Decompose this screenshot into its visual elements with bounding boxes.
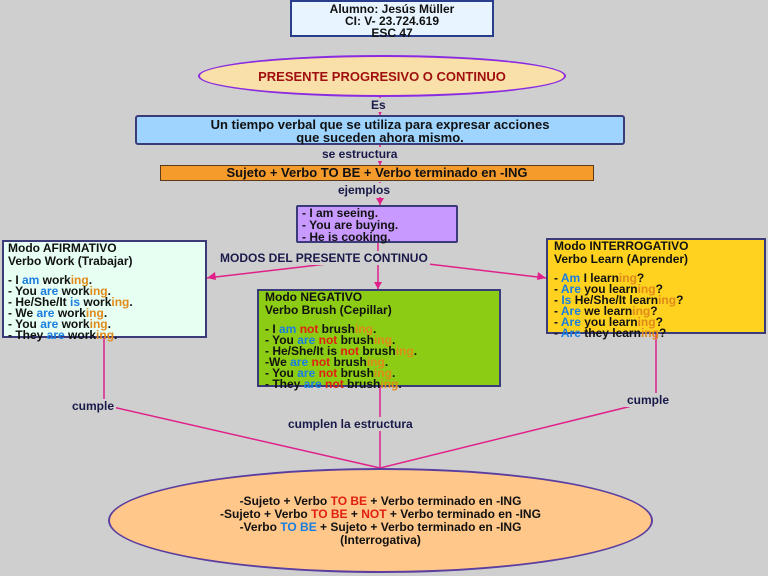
student-name: Alumno: Jesús Müller (329, 2, 455, 16)
connector-line (103, 404, 381, 469)
negative-example: - I am not brushing. (265, 322, 377, 336)
interrogative-verb: Verbo Learn (Aprender) (554, 252, 689, 266)
interrogative-example: - Are they learning? (554, 326, 667, 340)
link-se-estructura: se estructura (320, 147, 400, 161)
student-info-box: Alumno: Jesús Müller CI: V- 23.724.619 E… (290, 0, 494, 40)
link-ejemplos: ejemplos (336, 183, 393, 197)
negative-box: Modo NEGATIVO Verbo Brush (Cepillar) - I… (257, 289, 501, 391)
arrow-head (537, 272, 546, 280)
school: ESC 47 (371, 26, 413, 40)
example-item: - He is cooking. (302, 230, 391, 244)
affirmative-example: - He/She/It is working. (8, 295, 133, 309)
definition-line: Un tiempo verbal que se utiliza para exp… (210, 117, 550, 132)
arrow-head (376, 198, 384, 205)
example-item: - You are buying. (302, 218, 399, 232)
negative-example: - You are not brushing. (265, 366, 396, 380)
summary-line-negative: -Sujeto + Verbo TO BE + NOT + Verbo term… (220, 506, 541, 521)
main-topic-label: PRESENTE PROGRESIVO O CONTINUO (258, 68, 506, 84)
structure-box: Sujeto + Verbo TO BE + Verbo terminado e… (160, 165, 594, 181)
affirmative-example: - You are working. (8, 317, 111, 331)
main-topic: PRESENTE PROGRESIVO O CONTINUO (198, 55, 566, 97)
connector-line (379, 399, 657, 469)
interrogative-example: - Are we learning? (554, 304, 658, 318)
definition-line: que suceden ahora mismo. (296, 130, 464, 145)
negative-title: Modo NEGATIVO (265, 290, 363, 304)
arrow-head (207, 272, 216, 280)
arrow-head (374, 282, 382, 289)
affirmative-example: - They are working. (8, 328, 118, 342)
affirmative-example: - We are working. (8, 306, 108, 320)
structure-formula: Sujeto + Verbo TO BE + Verbo terminado e… (226, 165, 528, 180)
affirmative-verb: Verbo Work (Trabajar) (8, 254, 133, 268)
affirmative-example: - I am working. (8, 273, 93, 287)
interrogative-example: - Is He/She/It learning? (554, 293, 684, 307)
examples-box: - I am seeing. - You are buying. - He is… (296, 205, 458, 243)
summary-line-note: (Interrogativa) (340, 532, 421, 547)
interrogative-example: - Are you learning? (554, 282, 663, 296)
link-cumplen: cumplen la estructura (286, 417, 415, 431)
negative-example: - You are not brushing. (265, 333, 396, 347)
link-cumple-right: cumple (625, 393, 672, 407)
interrogative-example: - Am I learning? (554, 271, 645, 285)
negative-example: - They are not brushing. (265, 377, 402, 391)
summary-ellipse: -Sujeto + Verbo TO BE + Verbo terminado … (108, 468, 653, 573)
link-modos: MODOS DEL PRESENTE CONTINUO (218, 251, 430, 265)
link-es: Es (369, 98, 388, 112)
interrogative-title: Modo INTERROGATIVO (554, 239, 689, 253)
affirmative-box: Modo AFIRMATIVO Verbo Work (Trabajar) - … (2, 240, 207, 342)
interrogative-box: Modo INTERROGATIVO Verbo Learn (Aprender… (546, 238, 766, 339)
interrogative-example: - Are you learning? (554, 315, 663, 329)
summary-line-interrogative: -Verbo TO BE + Sujeto + Verbo terminado … (239, 519, 522, 534)
negative-example: - He/She/It is not brushing. (265, 344, 418, 358)
affirmative-example: - You are working. (8, 284, 111, 298)
example-item: - I am seeing. (302, 206, 379, 220)
summary-line-affirmative: -Sujeto + Verbo TO BE + Verbo terminado … (239, 493, 522, 508)
definition-box: Un tiempo verbal que se utiliza para exp… (135, 115, 625, 145)
link-cumple-left: cumple (70, 399, 117, 413)
affirmative-title: Modo AFIRMATIVO (8, 241, 117, 255)
student-id: CI: V- 23.724.619 (344, 14, 440, 28)
negative-verb: Verbo Brush (Cepillar) (265, 303, 392, 317)
negative-example: -We are not brushing. (265, 355, 389, 369)
